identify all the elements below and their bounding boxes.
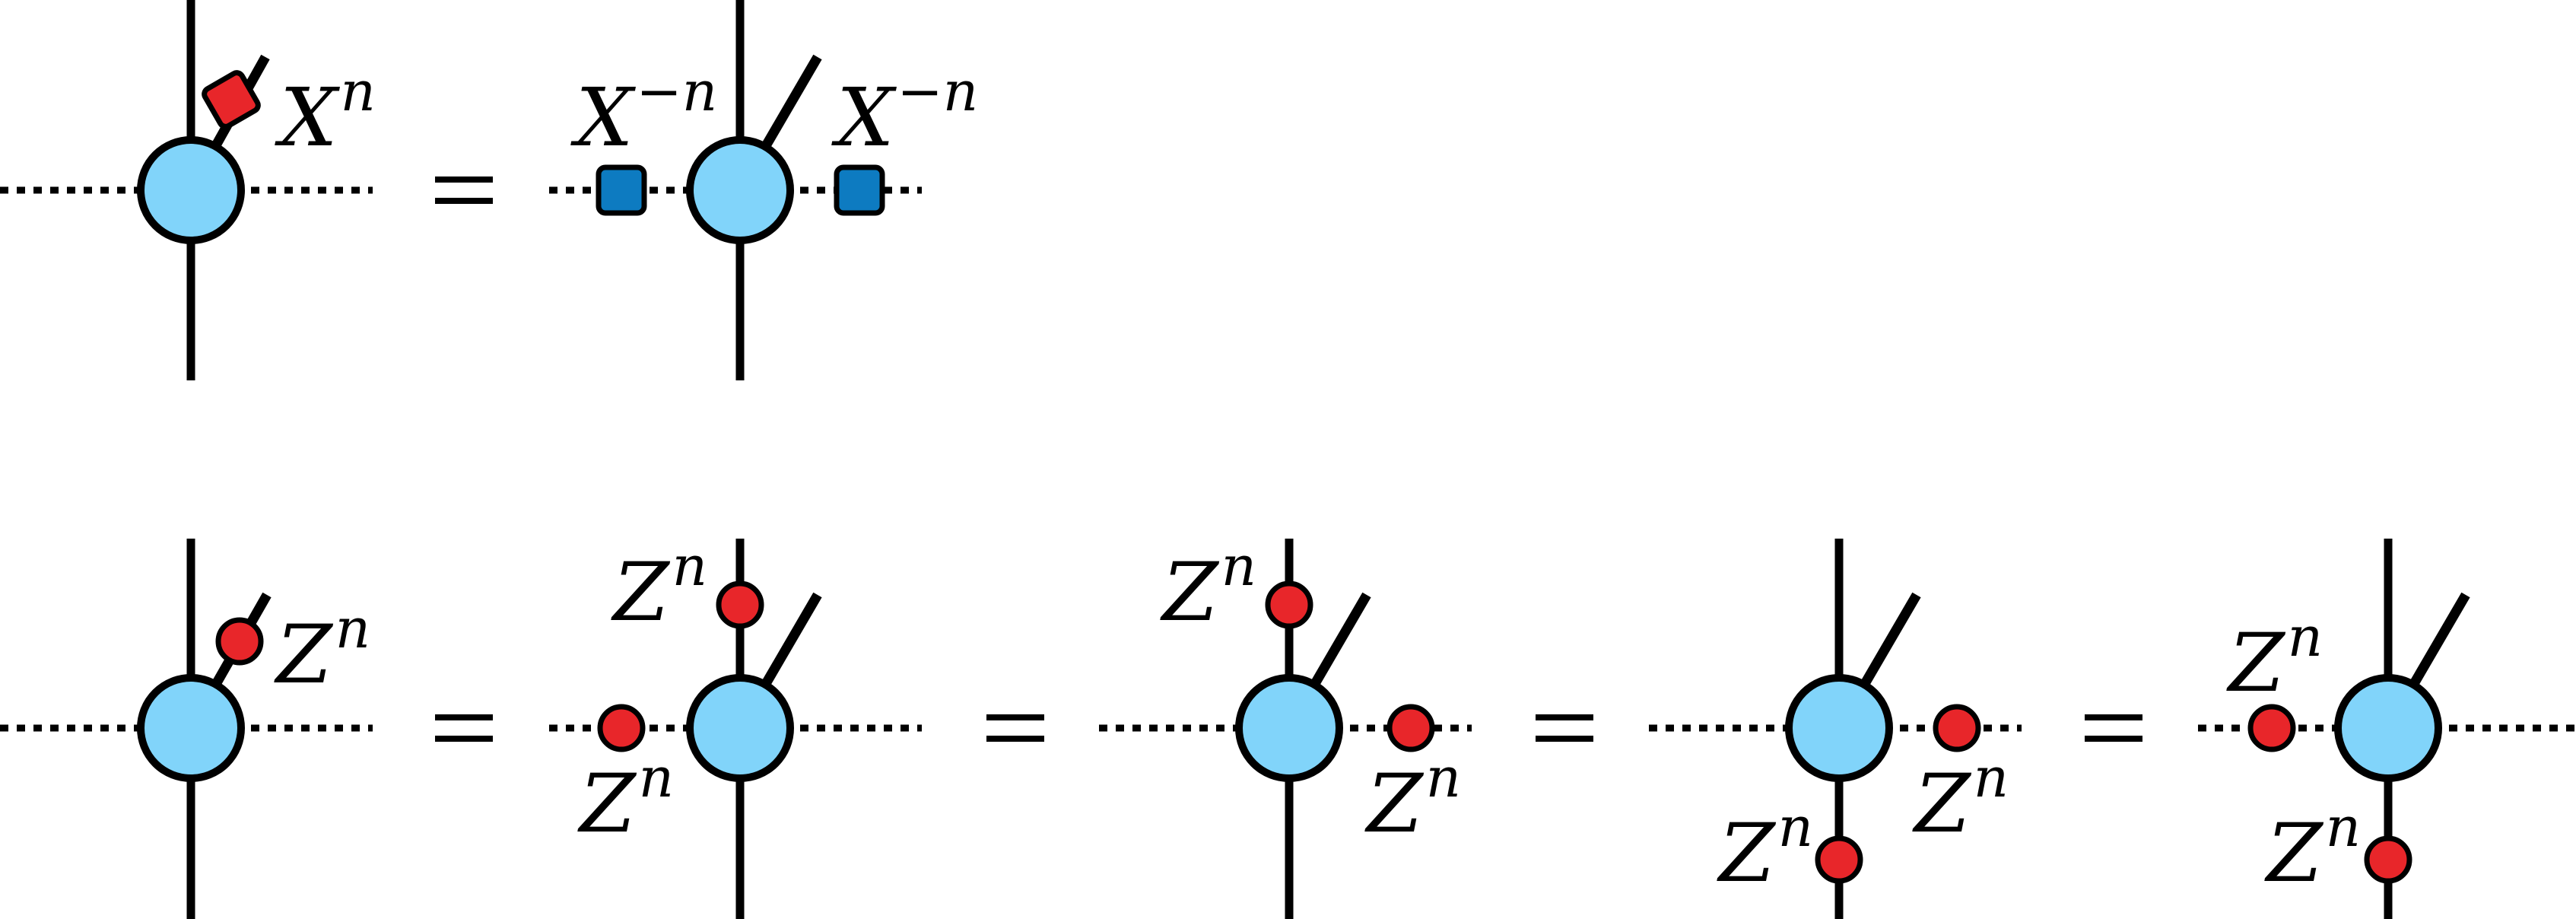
row2-d-bottom-z-label-exponent: n <box>1778 795 1813 859</box>
row1-rhs-left-xinv-label-base: X <box>570 71 636 164</box>
row2-c-top-z-label: Zn <box>1160 534 1256 639</box>
row2-a-z-label-base: Z <box>274 608 334 701</box>
row2-e-bottom-z-label: Zn <box>2264 795 2361 900</box>
row2-d-tensor-node <box>1785 674 1893 782</box>
row2-b-left-z-operator <box>597 704 646 752</box>
row2-d-right-z-operator <box>1933 704 1981 752</box>
row2-c-right-z-label-exponent: n <box>1426 746 1461 809</box>
row2-e-bottom-z-operator <box>2364 835 2412 884</box>
row2-d-right-z-label-base: Z <box>1912 757 1972 851</box>
row2-b-top-z-operator <box>716 580 764 629</box>
row1-rhs-left-xinv-operator <box>596 164 647 216</box>
row2-c-right-z-label-base: Z <box>1364 757 1425 851</box>
nodes-layer <box>137 54 2470 884</box>
row1-lhs-x-operator <box>202 70 261 129</box>
row1-rhs-right-xinv-operator <box>834 164 885 216</box>
row2-a-z-operator <box>215 617 264 666</box>
row1-lhs-x-label: Xn <box>275 59 376 164</box>
row1-rhs-left-xinv-label: X−n <box>570 59 717 164</box>
row2-c-right-z-label: Zn <box>1364 746 1461 851</box>
row2-d-bottom-z-label: Zn <box>1717 795 1813 900</box>
row2-b-top-z-label: Zn <box>611 534 707 639</box>
row1-lhs-x-label-base: X <box>275 71 340 164</box>
row2-e-left-z-label-exponent: n <box>2288 605 2323 669</box>
row2-b-tensor-node <box>686 674 794 782</box>
row1-rhs-tensor-node <box>686 136 794 244</box>
row2-c-tensor-node <box>1235 674 1343 782</box>
row1-rhs-right-xinv-label-exponent: −n <box>897 59 978 123</box>
row2-c-top-z-label-exponent: n <box>1221 534 1256 598</box>
row2-c-top-z-label-base: Z <box>1160 545 1220 639</box>
row2-e-tensor-node <box>2334 674 2442 782</box>
row2-a-tensor-node <box>137 674 245 782</box>
row2-e-bottom-z-label-base: Z <box>2264 806 2324 900</box>
row2-a-z-label: Zn <box>274 596 370 701</box>
row1-rhs-right-xinv-label: X−n <box>831 59 978 164</box>
row2-e-left-z-label: Zn <box>2226 605 2323 710</box>
row2-c-right-z-operator <box>1386 704 1435 752</box>
row1-rhs-left-xinv-label-exponent: −n <box>636 59 717 123</box>
row2-e-left-z-label-base: Z <box>2226 616 2286 710</box>
row2-d-bottom-z-label-base: Z <box>1717 806 1777 900</box>
row2-e-bottom-z-label-exponent: n <box>2326 795 2361 859</box>
row2-d-right-z-label-exponent: n <box>1974 746 2009 809</box>
row2-b-top-z-label-base: Z <box>611 545 671 639</box>
row2-b-top-z-label-exponent: n <box>672 534 707 598</box>
row1-rhs-right-xinv-label-base: X <box>831 71 897 164</box>
row2-e-left-z-operator <box>2247 704 2296 752</box>
row2-d-right-z-label: Zn <box>1912 746 2009 851</box>
row2-d-bottom-z-operator <box>1815 835 1863 884</box>
row2-a-z-label-exponent: n <box>335 596 370 660</box>
row1-lhs-tensor-node <box>137 136 245 244</box>
row2-b-left-z-label-base: Z <box>577 757 637 851</box>
row2-c-top-z-operator <box>1265 580 1313 629</box>
row2-b-left-z-label-exponent: n <box>639 746 674 809</box>
row2-b-left-z-label: Zn <box>577 746 674 851</box>
row1-lhs-x-label-exponent: n <box>340 59 375 123</box>
